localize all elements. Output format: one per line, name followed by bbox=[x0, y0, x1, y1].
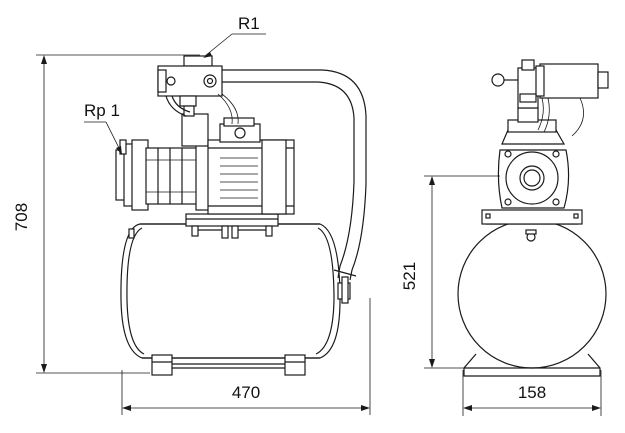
callout-rp1 bbox=[84, 121, 122, 155]
dim-base-width-label: 158 bbox=[518, 383, 546, 402]
front-view: 521 158 bbox=[400, 59, 609, 416]
dim-base-width bbox=[462, 370, 602, 416]
dim-outlet-height-label: 521 bbox=[400, 262, 419, 290]
pressure-tank-front bbox=[457, 219, 607, 377]
pressure-switch-front bbox=[491, 59, 609, 137]
pump-body-front bbox=[481, 107, 583, 225]
dim-total-length-label: 470 bbox=[232, 383, 260, 402]
dim-total-height-label: 708 bbox=[12, 203, 31, 231]
side-view: 708 470 R1 Rp 1 bbox=[12, 14, 371, 415]
pressure-switch-side bbox=[157, 55, 239, 125]
callout-rp1-label: Rp 1 bbox=[84, 101, 120, 120]
pump-bracket bbox=[185, 213, 279, 239]
flexible-hose bbox=[222, 69, 367, 281]
motor-side bbox=[207, 117, 295, 215]
callout-r1 bbox=[203, 33, 266, 58]
callout-r1-label: R1 bbox=[238, 14, 260, 33]
pressure-tank-side bbox=[120, 223, 351, 376]
pump-body-side bbox=[115, 113, 242, 211]
dim-total-length bbox=[121, 298, 371, 415]
dim-outlet-height bbox=[424, 175, 500, 369]
dim-total-height bbox=[36, 54, 200, 374]
